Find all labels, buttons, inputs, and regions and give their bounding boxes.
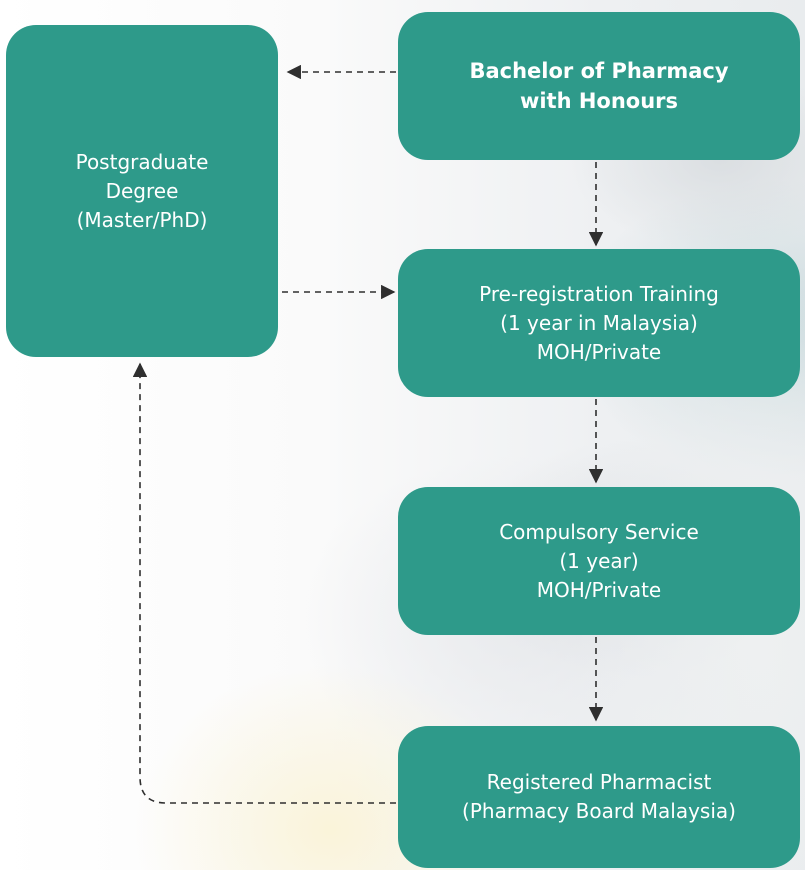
preregistration-line-3: MOH/Private: [536, 339, 662, 364]
arrow-registered-to-postgraduate: [132, 362, 396, 804]
postgraduate-degree-box: Postgraduate Degree (Master/PhD): [6, 25, 278, 357]
bachelor-of-pharmacy-box: Bachelor of Pharmacy with Honours: [398, 12, 800, 160]
bachelor-line-2: with Honours: [519, 89, 679, 113]
registered-line-1: Registered Pharmacist: [486, 770, 712, 794]
preregistration-line-1: Pre-registration Training: [479, 281, 719, 306]
compulsory-service-box: Compulsory Service (1 year) MOH/Private: [398, 487, 800, 635]
compulsory-line-3: MOH/Private: [536, 577, 662, 602]
compulsory-line-1: Compulsory Service: [499, 519, 699, 544]
bachelor-line-1: Bachelor of Pharmacy: [469, 59, 729, 83]
postgraduate-line-3: (Master/PhD): [76, 207, 208, 232]
compulsory-line-2: (1 year): [559, 548, 639, 573]
registered-pharmacist-box: Registered Pharmacist (Pharmacy Board Ma…: [398, 726, 800, 868]
postgraduate-line-2: Degree: [105, 178, 179, 203]
pre-registration-training-box: Pre-registration Training (1 year in Mal…: [398, 249, 800, 397]
postgraduate-line-1: Postgraduate: [75, 149, 209, 174]
registered-line-2: (Pharmacy Board Malaysia): [462, 799, 736, 823]
preregistration-line-2: (1 year in Malaysia): [500, 310, 698, 335]
